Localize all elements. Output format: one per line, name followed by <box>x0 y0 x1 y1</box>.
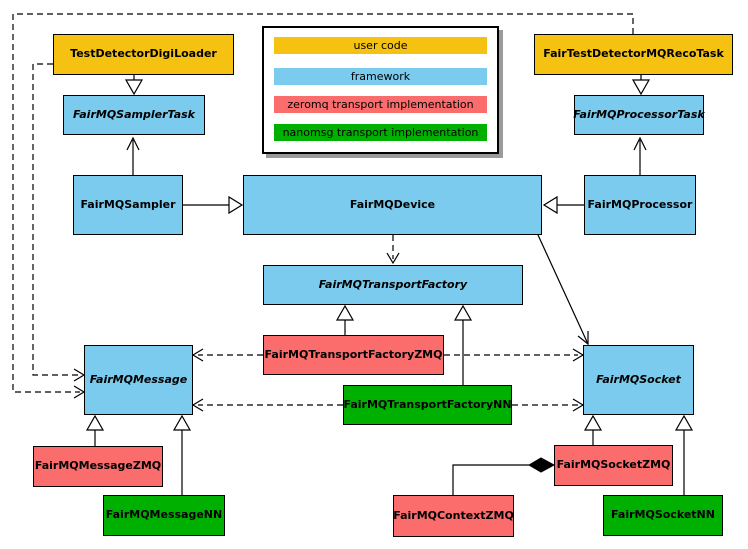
node-label-fairmqsampler: FairMQSampler <box>80 197 176 211</box>
edge-dependency-tfnn-socket <box>512 398 585 412</box>
edge-association-sampler-samplertask <box>126 136 140 175</box>
node-testdetectordigiloader: TestDetectorDigiLoader <box>53 34 234 75</box>
node-label-fairmqmessage: FairMQMessage <box>89 372 188 386</box>
node-label-fairmqcontextzmq: FairMQContextZMQ <box>393 508 514 522</box>
edge-inheritance-messagenn-message <box>172 414 192 495</box>
node-label-fairmqsocketzmq: FairMQSocketZMQ <box>556 458 671 472</box>
edge-dependency-tfzmq-socket <box>444 348 585 362</box>
edge-association-device-socket <box>537 234 589 346</box>
node-fairmqsocketzmq: FairMQSocketZMQ <box>554 445 673 486</box>
edge-inheritance-tfnn-transportfactory <box>453 304 473 385</box>
node-fairmqdevice: FairMQDevice <box>243 175 542 235</box>
node-label-fairmqsocket: FairMQSocket <box>596 372 681 386</box>
node-fairmqprocessor: FairMQProcessor <box>584 175 696 235</box>
node-fairmqsamplertask: FairMQSamplerTask <box>63 95 205 135</box>
legend-box: user code framework zeromq transport imp… <box>262 26 499 154</box>
node-fairmqsocket: FairMQSocket <box>583 345 694 415</box>
node-fairmqprocessortask: FairMQProcessorTask <box>573 95 705 135</box>
node-label-fairtestdetectormqrecotask: FairTestDetectorMQRecoTask <box>543 47 724 61</box>
node-fairmqtransportfactorynn: FairMQTransportFactoryNN <box>343 385 512 425</box>
node-fairmqmessagenn: FairMQMessageNN <box>103 495 225 536</box>
node-fairmqtransportfactory: FairMQTransportFactory <box>263 265 523 305</box>
legend-label-zeromq: zeromq transport implementation <box>287 98 474 111</box>
node-label-fairmqtransportfactory: FairMQTransportFactory <box>318 277 468 291</box>
node-fairmqtransportfactoryzmq: FairMQTransportFactoryZMQ <box>263 335 444 375</box>
edge-inheritance-sampler-device <box>183 195 244 215</box>
edge-inheritance-tfzmq-transportfactory <box>335 304 355 335</box>
edge-inheritance-processor-device <box>542 195 584 215</box>
edge-inheritance-socketnn-socket <box>674 414 694 495</box>
node-fairmqcontextzmq: FairMQContextZMQ <box>393 495 514 537</box>
legend-label-user-code: user code <box>353 39 408 52</box>
legend-label-nanomsg: nanomsg transport implementation <box>282 126 479 139</box>
node-label-testdetectordigiloader: TestDetectorDigiLoader <box>70 47 217 61</box>
node-label-fairmqmessagenn: FairMQMessageNN <box>105 508 223 522</box>
node-fairtestdetectormqrecotask: FairTestDetectorMQRecoTask <box>534 34 733 75</box>
edge-dependency-tfzmq-message <box>191 348 263 362</box>
edge-inheritance-digiloader-samplertask <box>124 75 144 96</box>
node-label-fairmqsocketnn: FairMQSocketNN <box>611 508 715 522</box>
legend-swatch-framework: framework <box>274 68 487 85</box>
node-fairmqsocketnn: FairMQSocketNN <box>603 495 723 536</box>
legend-swatch-zeromq: zeromq transport implementation <box>274 96 487 113</box>
node-fairmqmessage: FairMQMessage <box>84 345 193 415</box>
edge-inheritance-messagezmq-message <box>85 414 105 446</box>
node-fairmqsampler: FairMQSampler <box>73 175 183 235</box>
node-label-fairmqdevice: FairMQDevice <box>349 197 436 211</box>
node-label-fairmqmessagezmq: FairMQMessageZMQ <box>34 459 162 473</box>
edge-dependency-tfnn-message <box>191 398 343 412</box>
node-fairmqmessagezmq: FairMQMessageZMQ <box>33 446 163 487</box>
node-label-fairmqtransportfactorynn: FairMQTransportFactoryNN <box>343 397 512 411</box>
node-label-fairmqprocessor: FairMQProcessor <box>587 197 693 211</box>
node-label-fairmqprocessortask: FairMQProcessorTask <box>573 107 705 121</box>
edge-inheritance-socketzmq-socket <box>583 414 603 445</box>
legend-swatch-user-code: user code <box>274 37 487 54</box>
edge-dependency-device-transportfactory <box>386 235 400 265</box>
edge-composition-socketzmq-contextzmq <box>452 457 556 495</box>
node-label-fairmqsamplertask: FairMQSamplerTask <box>73 107 195 121</box>
node-label-fairmqtransportfactoryzmq: FairMQTransportFactoryZMQ <box>264 347 443 361</box>
legend-swatch-nanomsg: nanomsg transport implementation <box>274 124 487 141</box>
edge-association-processor-processortask <box>633 136 647 175</box>
edge-inheritance-recotask-processortask <box>631 75 651 96</box>
legend-label-framework: framework <box>350 70 411 83</box>
